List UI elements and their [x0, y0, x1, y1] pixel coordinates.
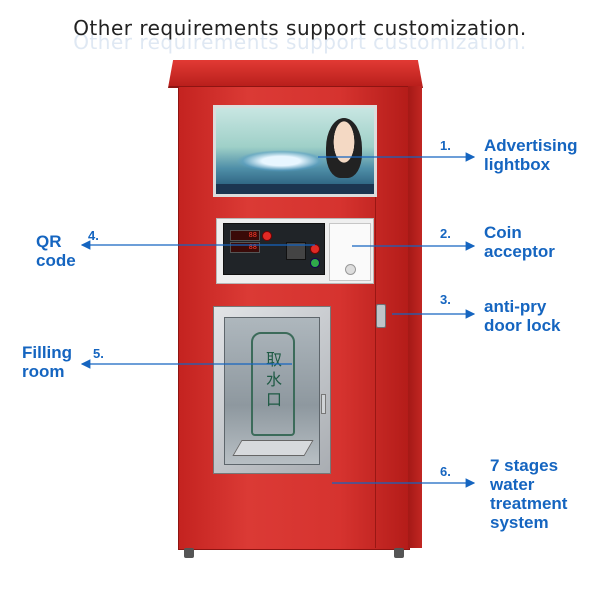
water-vending-machine: 88 88 取水口 — [168, 60, 423, 560]
door-seam — [375, 118, 376, 548]
machine-foot — [184, 548, 194, 558]
page-headline: Other requirements support customization… — [73, 16, 527, 40]
callout-water-treatment-system: 7 stages water treatment system — [490, 456, 568, 532]
callout-number: 2. — [440, 226, 451, 241]
coin-acceptor — [329, 223, 371, 281]
callout-number: 5. — [93, 346, 104, 361]
led-readout-2: 88 — [230, 242, 260, 253]
qr-code-reader — [286, 242, 306, 260]
callout-coin-acceptor: Coin acceptor — [484, 223, 555, 261]
advertising-lightbox — [213, 105, 377, 197]
callout-anti-pry-door-lock: anti-pry door lock — [484, 297, 561, 335]
callout-number: 3. — [440, 292, 451, 307]
anti-pry-door-lock — [376, 304, 386, 328]
callout-qr-code: QR code — [36, 232, 76, 270]
callout-number: 6. — [440, 464, 451, 479]
control-panel: 88 88 — [216, 218, 374, 284]
green-button[interactable] — [310, 258, 320, 268]
led-readout-1: 88 — [230, 230, 260, 241]
callout-advertising-lightbox: Advertising lightbox — [484, 136, 578, 174]
machine-foot — [394, 548, 404, 558]
filling-room: 取水口 — [213, 306, 331, 474]
callout-filling-room: Filling room — [22, 343, 73, 381]
coin-slot-icon[interactable] — [345, 264, 356, 275]
ad-model-photo — [326, 118, 362, 178]
filling-room-sign: 取水口 — [265, 350, 282, 409]
filling-door-handle[interactable] — [321, 394, 326, 414]
water-splash-graphic — [236, 150, 326, 172]
callout-number: 4. — [88, 228, 99, 243]
callout-number: 1. — [440, 138, 451, 153]
bottle-outline-icon — [251, 332, 295, 436]
machine-side-panel — [408, 86, 422, 548]
red-button[interactable] — [262, 231, 272, 241]
led-display-block: 88 88 — [223, 223, 325, 275]
